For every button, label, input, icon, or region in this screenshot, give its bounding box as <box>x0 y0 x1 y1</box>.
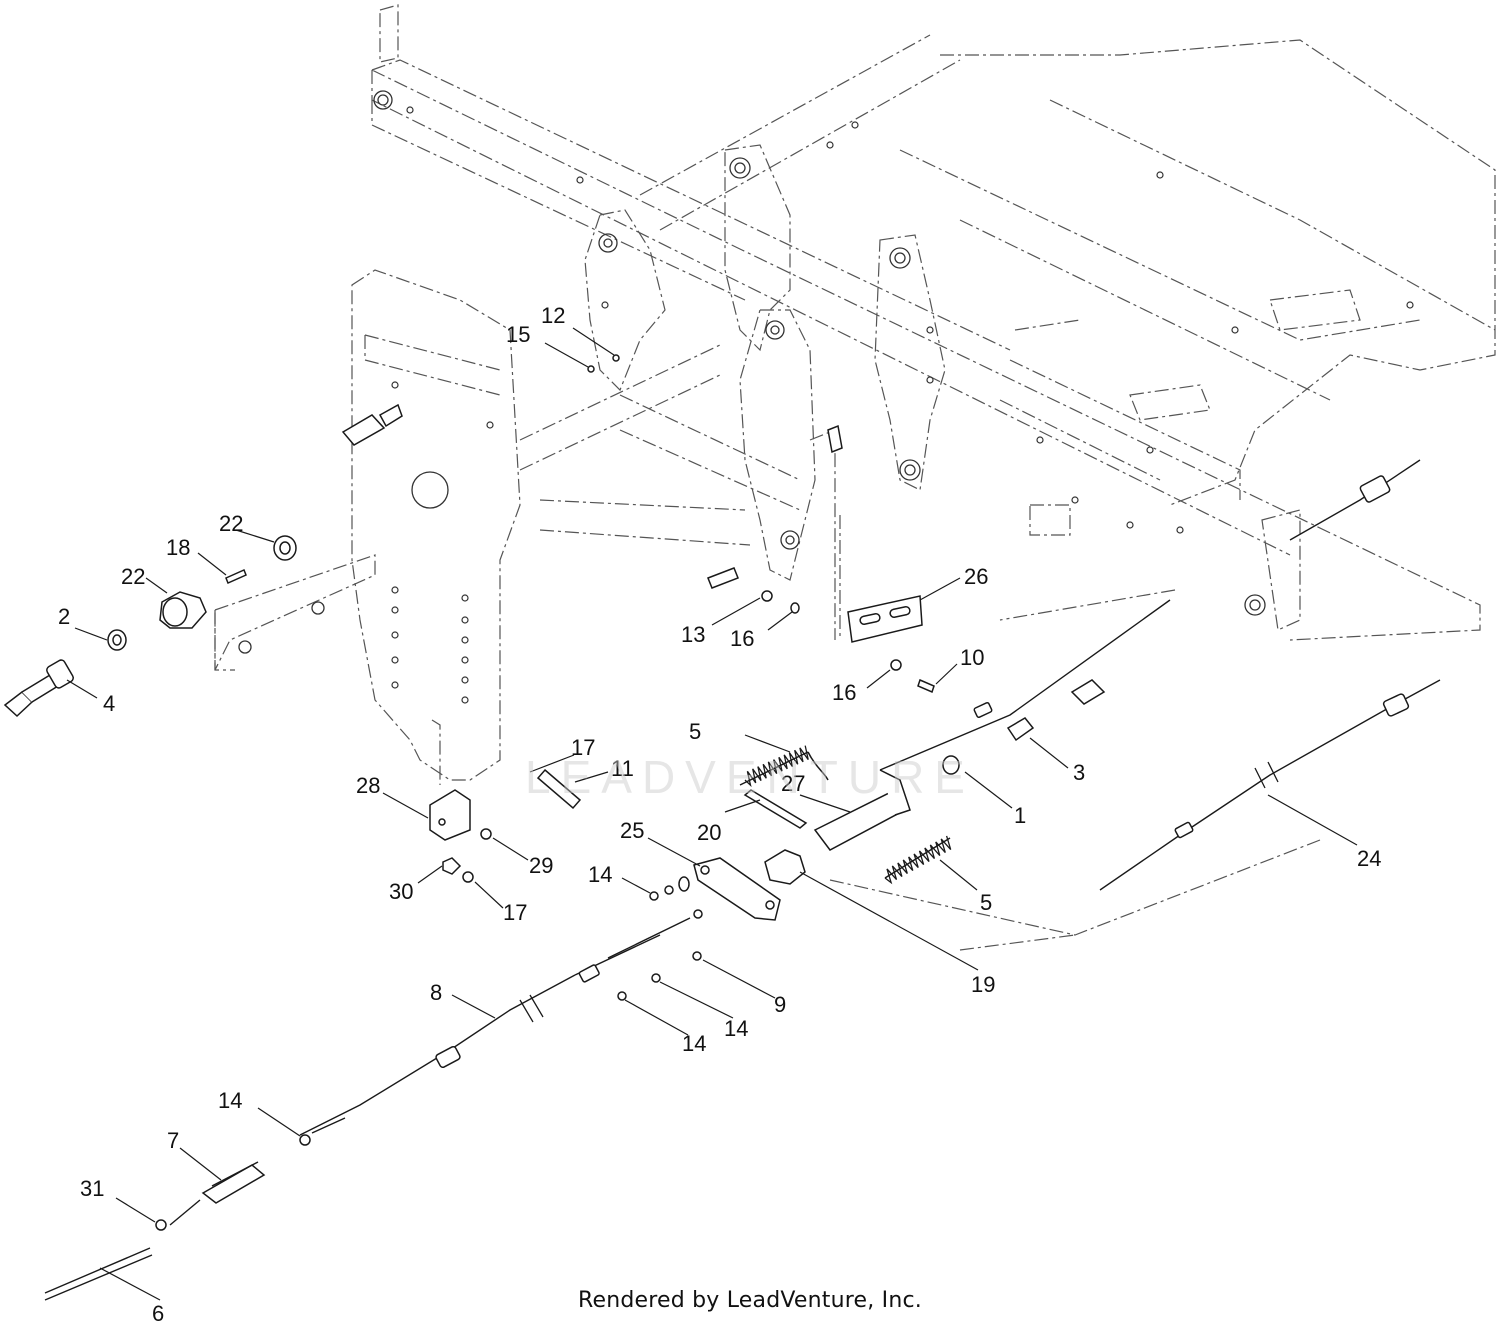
frame-small-holes <box>391 106 1414 704</box>
callout-27: 27 <box>781 771 805 796</box>
callout-14: 14 <box>724 1016 748 1041</box>
leader-lines <box>66 327 1358 1301</box>
frame-ghost-lines <box>214 4 1496 951</box>
callout-20: 20 <box>697 820 721 845</box>
callout-22: 22 <box>121 564 145 589</box>
callout-14: 14 <box>218 1088 242 1113</box>
callout-13: 13 <box>681 622 705 647</box>
watermark: LEADVENTURE <box>525 751 975 803</box>
callout-5: 5 <box>980 890 992 915</box>
callout-14: 14 <box>682 1031 706 1056</box>
callout-25: 25 <box>620 818 644 843</box>
callout-31: 31 <box>80 1176 104 1201</box>
spring-coils <box>744 745 952 885</box>
callout-26: 26 <box>964 564 988 589</box>
callout-12: 12 <box>541 303 565 328</box>
callout-29: 29 <box>529 853 553 878</box>
callout-4: 4 <box>103 691 115 716</box>
callout-28: 28 <box>356 773 380 798</box>
callout-22: 22 <box>219 511 243 536</box>
callout-15: 15 <box>506 322 530 347</box>
callout-14: 14 <box>588 862 612 887</box>
callout-10: 10 <box>960 645 984 670</box>
callout-17: 17 <box>571 735 595 760</box>
footer-credit: Rendered by LeadVenture, Inc. <box>578 1288 922 1313</box>
callouts: 12 15 22 18 22 2 4 13 16 26 16 10 5 17 1… <box>58 303 1381 1326</box>
spring-lower <box>884 835 952 885</box>
callout-16: 16 <box>730 626 754 651</box>
callout-18: 18 <box>166 535 190 560</box>
callout-7: 7 <box>167 1128 179 1153</box>
callout-6: 6 <box>152 1301 164 1325</box>
callout-16: 16 <box>832 680 856 705</box>
callout-2: 2 <box>58 604 70 629</box>
frame-holes <box>238 90 1266 654</box>
callout-24: 24 <box>1357 846 1381 871</box>
callout-8: 8 <box>430 980 442 1005</box>
spring-upper <box>744 745 809 788</box>
callout-17: 17 <box>503 900 527 925</box>
callout-9: 9 <box>774 992 786 1017</box>
callout-3: 3 <box>1073 760 1085 785</box>
callout-5: 5 <box>689 719 701 744</box>
parts <box>3 354 1410 1231</box>
cable-break-marks <box>519 761 1279 1023</box>
callout-30: 30 <box>389 879 413 904</box>
callout-11: 11 <box>611 756 634 781</box>
callout-1: 1 <box>1014 803 1026 828</box>
callout-19: 19 <box>971 972 995 997</box>
